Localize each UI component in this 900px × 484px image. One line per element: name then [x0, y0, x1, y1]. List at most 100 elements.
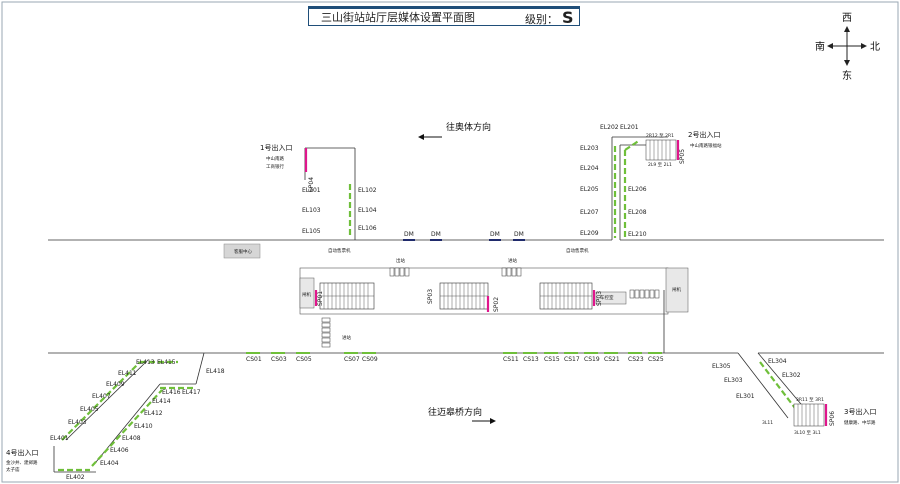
ticket-machine-right: 自动售票机 [566, 247, 589, 254]
ticket-machine-left: 自动售票机 [328, 247, 351, 254]
el209-label: EL209 [580, 230, 599, 237]
el204-label: EL204 [580, 165, 599, 172]
sp05-label: SP05 [679, 149, 686, 164]
sp04-label: SP04 [308, 177, 315, 192]
gate-left-label: 闸机 [302, 291, 311, 298]
el303-label: EL303 [724, 377, 743, 384]
exit-3-desc: 健康路、中华路 [844, 419, 876, 426]
direction-top: 往奥体方向 [418, 121, 491, 140]
exit-1-desc2: 工商银行 [266, 163, 284, 170]
escalator-left [319, 282, 375, 310]
cs-markers [246, 352, 662, 354]
el208-label: EL208 [628, 209, 647, 216]
stair-3l-label: 3L10 至 3L1 [794, 430, 821, 436]
el101-label: EL101 [302, 187, 321, 194]
escalators [319, 139, 825, 427]
sp01-label: SP01 [317, 291, 324, 306]
direction-top-label: 往奥体方向 [446, 121, 491, 133]
gate-right-label: 闸机 [672, 286, 681, 293]
green-media-strips [58, 139, 799, 472]
el206-label: EL206 [628, 186, 647, 193]
el408-label: EL408 [122, 435, 141, 442]
exit-4: 4号出入口 金沙井、建邺路 太子庙 [6, 448, 38, 473]
el304-label: EL304 [768, 358, 787, 365]
dm-label-1: DM [404, 231, 414, 238]
el416-label: EL416 [162, 389, 181, 396]
sp03b-label: SP03 [596, 291, 603, 306]
escalator-middle [439, 282, 489, 310]
direction-bottom: 往迈皋桥方向 [428, 406, 496, 424]
hall-structure [223, 243, 689, 315]
exit-1-desc1: 中山南路 [266, 155, 284, 162]
cs01-label: CS01 [246, 356, 262, 363]
el409-label: EL409 [106, 381, 125, 388]
sp06-label: SP06 [829, 411, 836, 426]
compass-west: 西 [842, 13, 852, 24]
cs19-label: CS19 [584, 356, 600, 363]
exit-4-name: 4号出入口 [6, 448, 38, 457]
entry-gate-label-bottom: 进站 [342, 334, 351, 341]
cs07-label: CS07 [344, 356, 360, 363]
stair-2r-label: 2R12 至 2R1 [646, 133, 674, 139]
el202-label: EL202 [600, 124, 619, 131]
el305-label: EL305 [712, 363, 731, 370]
el205-label: EL205 [580, 186, 599, 193]
cs17-label: CS17 [564, 356, 580, 363]
sp03-label: SP03 [427, 289, 434, 304]
el411-label: EL411 [118, 370, 137, 377]
el406-label: EL406 [110, 447, 129, 454]
el417-label: EL417 [182, 389, 201, 396]
cs03-label: CS03 [271, 356, 287, 363]
el402-label: EL402 [66, 474, 85, 481]
direction-bottom-label: 往迈皋桥方向 [428, 406, 482, 418]
exit-2-desc: 中山南路银福站 [690, 142, 722, 149]
cs09-label: CS09 [362, 356, 378, 363]
exit-2-name: 2号出入口 [688, 130, 720, 139]
el401-label: EL401 [50, 435, 69, 442]
gate-arrays [321, 267, 660, 348]
el405-label: EL405 [80, 406, 99, 413]
entry-gate-label: 进站 [508, 257, 517, 264]
el418-label: EL418 [206, 368, 225, 375]
compass: 西 东 南 北 [815, 13, 880, 82]
dm-label-4: DM [514, 231, 524, 238]
el410-label: EL410 [134, 423, 153, 430]
el106-label: EL106 [358, 225, 377, 232]
sp-screens [304, 140, 828, 426]
el203-label: EL203 [580, 145, 599, 152]
exit-gate-label: 出站 [396, 257, 405, 264]
el103-label: EL103 [302, 207, 321, 214]
compass-south: 南 [815, 40, 825, 53]
cs21-label: CS21 [604, 356, 620, 363]
level-label: 级别： [525, 13, 558, 26]
el102-label: EL102 [358, 187, 377, 194]
el413-label: EL413 [136, 359, 155, 366]
escalator-right [539, 282, 593, 310]
level-indicator: 级别：S [525, 9, 574, 29]
exit-3: 3号出入口 健康路、中华路 [844, 407, 876, 426]
stair-2l-label: 2L9 至 2L1 [648, 162, 672, 168]
el207-label: EL207 [580, 209, 599, 216]
compass-east: 东 [842, 69, 852, 82]
stair-exit3 [793, 403, 825, 427]
el407-label: EL407 [92, 393, 111, 400]
cs05-label: CS05 [296, 356, 312, 363]
stair-exit2 [645, 139, 677, 161]
sp02-label: SP02 [493, 297, 500, 312]
stair-3r-label: 3R11 至 3R1 [796, 397, 824, 403]
exit-4-desc1: 金沙井、建邺路 [6, 459, 38, 466]
left-room-label: 客服中心 [234, 248, 252, 255]
dm-label-3: DM [490, 231, 500, 238]
el201-label: EL201 [620, 124, 639, 131]
el301-label: EL301 [736, 393, 755, 400]
el412-label: EL412 [144, 410, 163, 417]
exit-2: 2号出入口 中山南路银福站 [688, 130, 722, 149]
cs15-label: CS15 [544, 356, 560, 363]
exit-3-name: 3号出入口 [844, 407, 876, 416]
cs13-label: CS13 [523, 356, 539, 363]
el210-label: EL210 [628, 231, 647, 238]
el403-label: EL403 [68, 419, 87, 426]
cs23-label: CS23 [628, 356, 644, 363]
